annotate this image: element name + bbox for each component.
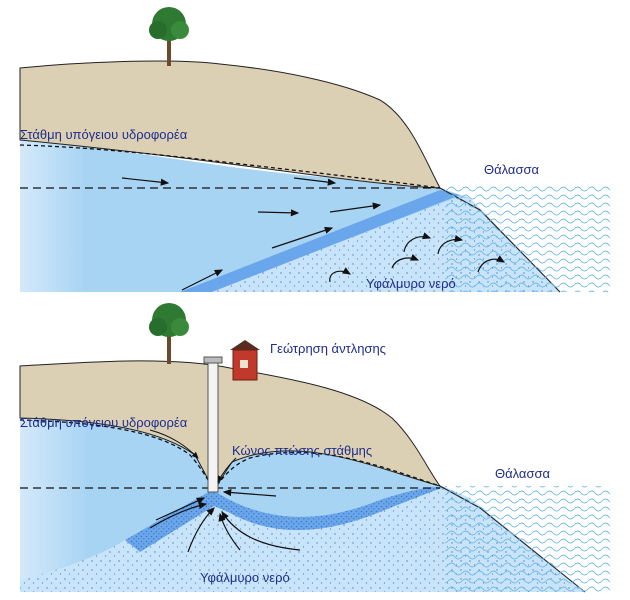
saltwater-label: Υφάλμυρο νερό [200,570,290,585]
tree-icon [149,7,189,66]
well-pipe [203,356,223,493]
panel-bottom: Στάθμη υπόγειου υδροφορέα Γεώτρηση άντλη… [19,303,610,593]
saltwater-label: Υφάλμυρο νερό [366,276,456,291]
water-table-line [19,144,441,189]
sea [445,186,610,292]
cone-of-depression-label: Κώνος πτώσης στάθμης [232,443,372,458]
saltwater-flow-arrows [329,232,506,283]
panel-top: Στάθμη υπόγειου υδροφορέα Θάλασσα Υφάλμυ… [19,7,610,293]
pump-well-label: Γεώτρηση άντλησης [270,341,386,356]
sea-label: Θάλασσα [495,466,550,481]
water-table-label: Στάθμη υπόγειου υδροφορέα [20,415,188,430]
land-surface [19,360,442,491]
tree-icon [149,303,189,364]
land-surface [19,60,441,189]
flow-arrows [149,488,301,553]
flow-arrows [121,177,382,291]
water-table-label: Στάθμη υπόγειου υδροφορέα [20,127,188,142]
sea-label: Θάλασσα [484,162,539,177]
pump-house-icon [230,340,260,381]
freshwater-saltwater-interface [180,190,460,292]
sea [445,486,610,592]
